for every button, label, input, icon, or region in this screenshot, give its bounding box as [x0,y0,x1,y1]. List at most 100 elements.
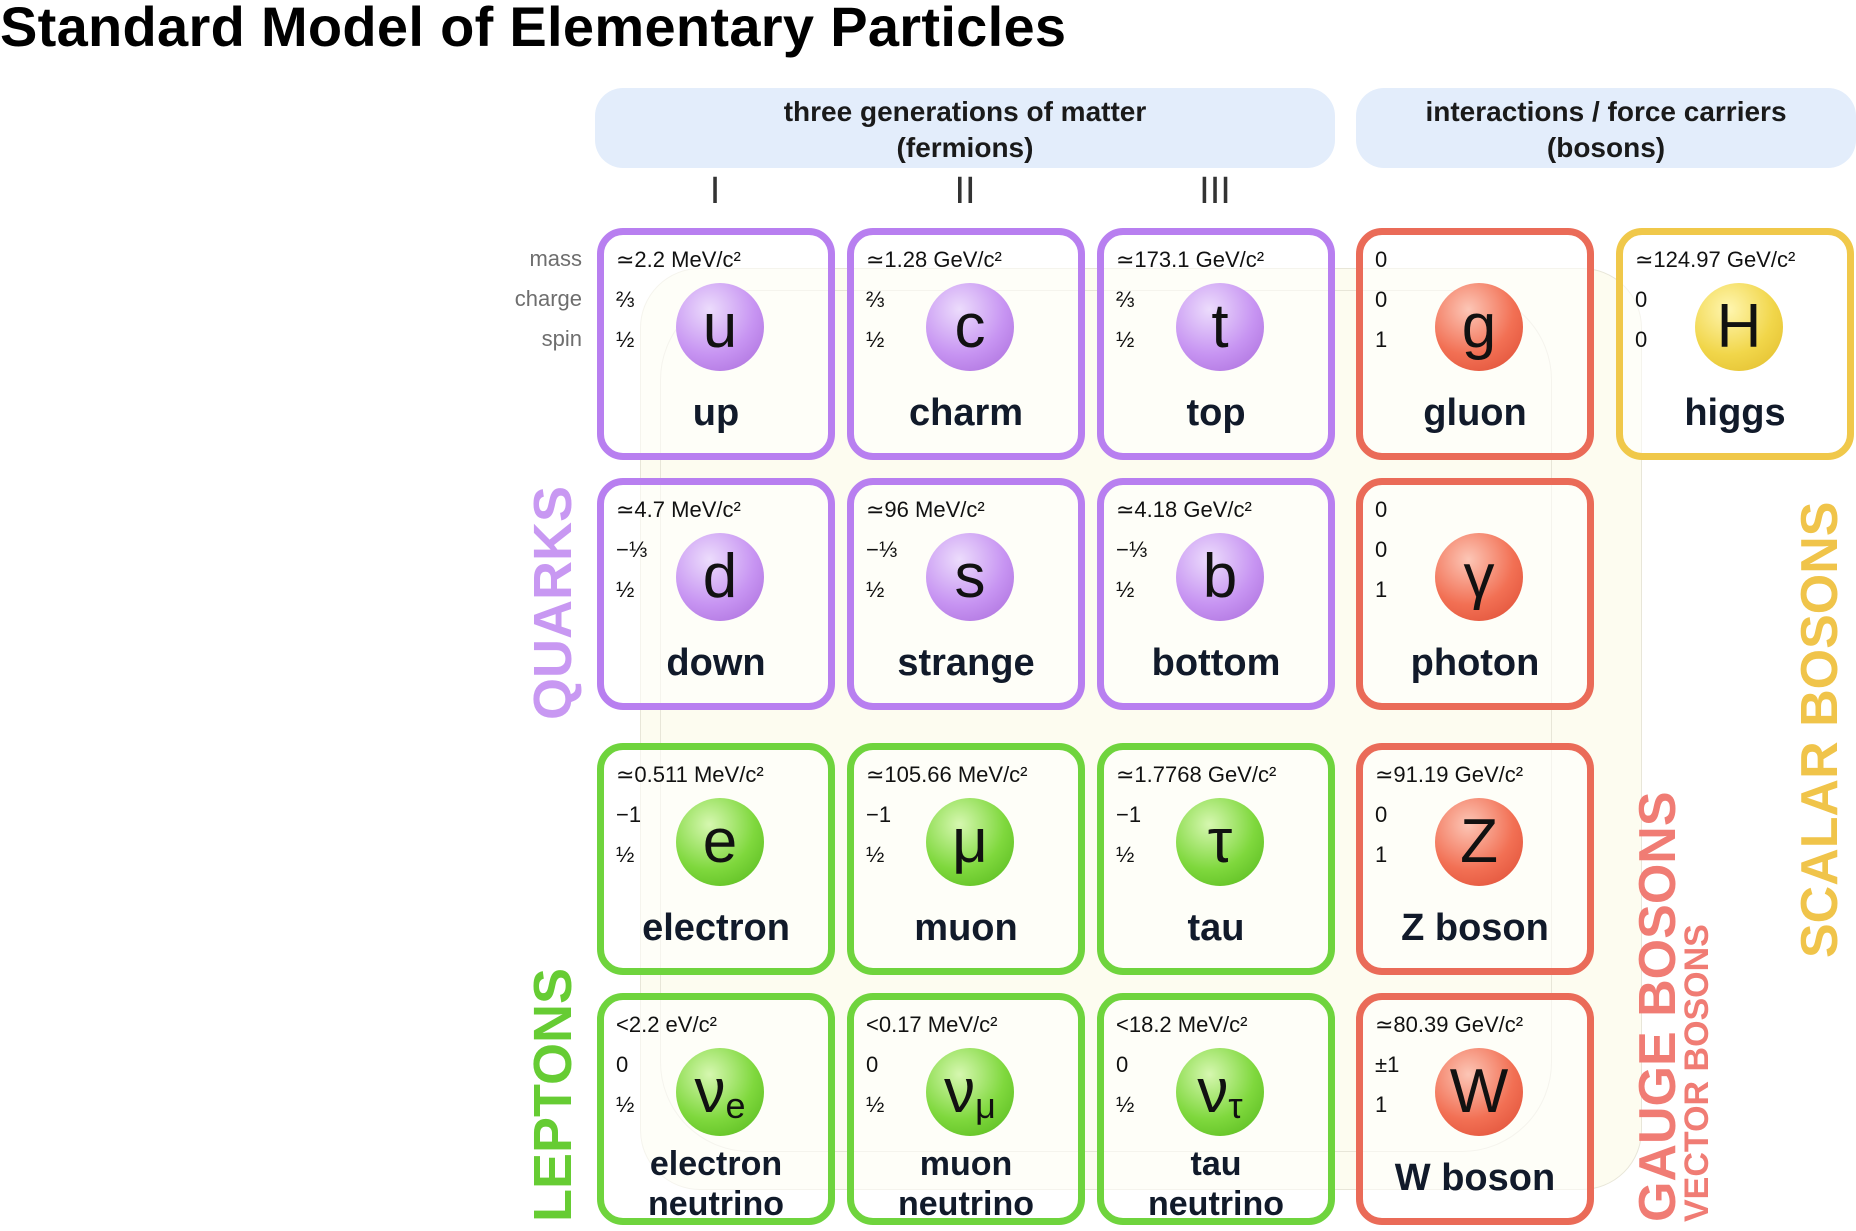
particle-charge: 0 [1375,537,1388,562]
particle-symbol: γ [1463,542,1495,611]
particle-symbol: Z [1460,807,1498,876]
particle-spin: ½ [1116,1092,1135,1117]
particle-mass: ≃96 MeV/c² [866,497,985,522]
particle-spin: ½ [1116,327,1135,352]
particle-name: down [666,642,766,684]
quarks-label: QUARKS [523,485,583,720]
particle-mass: ≃91.19 GeV/c² [1375,762,1524,787]
particle-symbol: t [1211,292,1229,361]
particle-symbol-ball: τ [1176,798,1264,886]
mass-label: mass [529,246,582,271]
particle-spin: 1 [1375,842,1388,867]
generation-3-label: III [1199,170,1231,212]
particle-name: photon [1410,642,1540,684]
spin-label: spin [541,326,582,351]
particle-charge: 0 [866,1052,879,1077]
particle-name: neutrino [1148,1185,1284,1223]
particle-charge: −1 [1116,802,1142,827]
particle-mass: ≃105.66 MeV/c² [866,762,1028,787]
leptons-label: LEPTONS [523,967,583,1222]
particle-mass: ≃173.1 GeV/c² [1116,247,1265,272]
page-title: Standard Model of Elementary Particles [0,0,1067,58]
particle-mass: ≃124.97 GeV/c² [1635,247,1796,272]
particle-name: neutrino [898,1185,1034,1223]
particle-mass: ≃1.28 GeV/c² [866,247,1002,272]
particle-symbol: g [1461,292,1497,361]
particle-spin: ½ [616,1092,635,1117]
particle-symbol: b [1202,542,1238,611]
particle-charge: ±1 [1375,1052,1400,1077]
particle-symbol: τ [1207,807,1233,876]
particle-symbol-ball: W [1435,1048,1523,1136]
particle-charge: ⅔ [1116,287,1135,312]
particle-symbol-ball: g [1435,283,1523,371]
particle-spin: 1 [1375,327,1388,352]
particle-spin: 1 [1375,1092,1388,1117]
particle-mass: <18.2 MeV/c² [1116,1012,1248,1037]
particle-charge: 0 [1375,802,1388,827]
particle-symbol: ν [1197,1057,1229,1126]
particle-symbol-ball: Z [1435,798,1523,886]
particle-name: W boson [1394,1157,1556,1199]
bosons-header-line-2: (bosons) [1546,132,1666,163]
particle-name: neutrino [648,1185,784,1223]
particle-symbol: s [954,542,986,611]
particle-symbol-ball: μ [926,798,1014,886]
particle-mass: <2.2 eV/c² [616,1012,717,1037]
particle-name: bottom [1151,642,1281,684]
particle-spin: ½ [866,1092,885,1117]
particle-charge: ⅔ [866,287,885,312]
particle-name: Z boson [1401,907,1549,949]
particle-charge: 0 [1116,1052,1129,1077]
particle-symbol-subscript: μ [975,1085,996,1126]
particle-spin: ½ [866,842,885,867]
bosons-header: interactions / force carriers (bosons) [1356,88,1856,168]
particle-name: muon [914,907,1018,949]
particle-name: tau [1187,907,1245,949]
particle-symbol-subscript: τ [1228,1085,1243,1126]
particle-symbol-ball: t [1176,283,1264,371]
particle-symbol: d [702,542,738,611]
particle-charge: −⅓ [1116,537,1148,562]
particle-charge: 0 [1635,287,1648,312]
particle-name: charm [908,392,1024,434]
particle-name: electron [649,1145,783,1183]
particle-symbol-ball: s [926,533,1014,621]
particle-spin: 0 [1635,327,1648,352]
particle-mass: 0 [1375,497,1388,522]
particle-mass: ≃2.2 MeV/c² [616,247,741,272]
particle-spin: ½ [866,327,885,352]
particle-symbol: W [1449,1057,1509,1126]
particle-name: tau [1190,1145,1242,1183]
fermions-header: three generations of matter (fermions) [595,88,1335,168]
particle-mass: ≃4.7 MeV/c² [616,497,741,522]
particle-symbol: e [702,807,738,876]
particle-symbol: μ [952,807,988,876]
particle-charge: 0 [616,1052,629,1077]
particle-charge: −1 [866,802,892,827]
particle-card-muon: ≃105.66 MeV/c² −1 ½ μ muon [847,743,1085,975]
particle-symbol: ν [944,1057,976,1126]
charge-label: charge [514,286,582,311]
particle-charge: −⅓ [616,537,648,562]
particle-symbol-subscript: e [725,1085,746,1126]
particle-symbol-ball: γ [1435,533,1523,621]
particle-name: higgs [1684,392,1786,434]
particle-mass: 0 [1375,247,1388,272]
